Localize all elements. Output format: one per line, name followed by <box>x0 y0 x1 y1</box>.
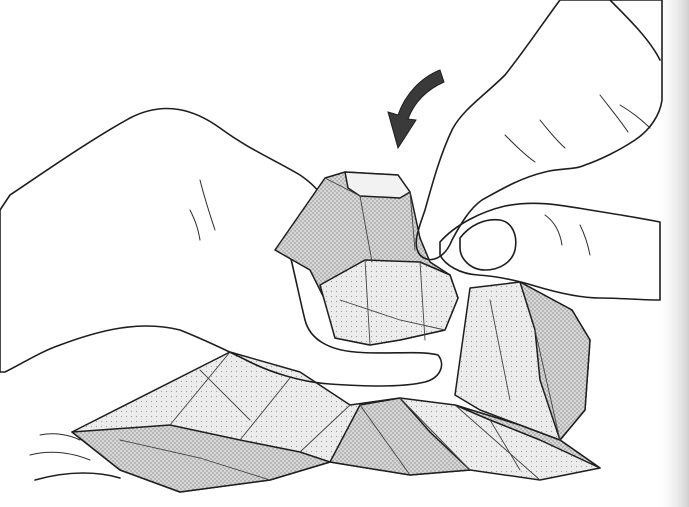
curved-fold-arrow-icon <box>388 70 444 148</box>
origami-folded-pocket <box>275 172 458 345</box>
right-hand <box>416 0 662 300</box>
